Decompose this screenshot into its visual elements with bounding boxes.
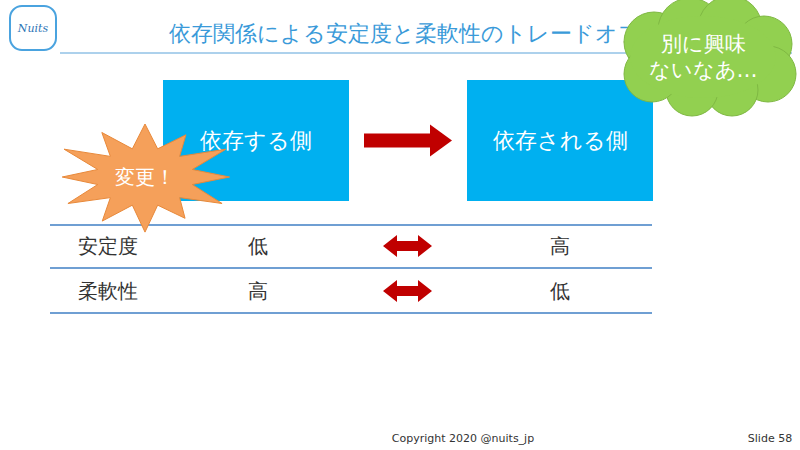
table-cell: 高 [248,278,268,305]
slide-number: Slide 58 [748,432,792,445]
cloud-core [630,16,776,98]
table-cell: 柔軟性 [78,278,138,305]
double-arrow [383,280,432,302]
table-cell: 高 [550,233,570,260]
double-arrow [383,235,432,257]
table-rule [50,312,652,314]
node-text: 別に興味 ないなあ… [638,31,768,84]
table-cell: 低 [550,278,570,305]
change-starburst: 変更！ [56,124,234,230]
cloud-puffs [624,0,796,116]
starburst-outline [62,124,229,232]
table-cell: 安定度 [78,233,138,260]
node-text: 依存される側 [493,127,628,155]
cloud-shape [612,0,794,114]
slide-title: 依存関係による安定度と柔軟性のトレードオフ [169,19,641,49]
dependency-arrow [364,125,452,157]
logo-frame [10,6,56,50]
dependency-box: 依存される側 [467,80,653,201]
table-cell: 低 [248,233,268,260]
table-rule [50,267,652,269]
logo-text: Nuits [18,22,48,35]
table-rule [50,224,652,226]
node-text: 変更！ [115,165,175,190]
thought-cloud: 別に興味 ないなあ… [612,0,794,114]
copyright-note: Copyright 2020 @nuits_jp [392,432,534,445]
